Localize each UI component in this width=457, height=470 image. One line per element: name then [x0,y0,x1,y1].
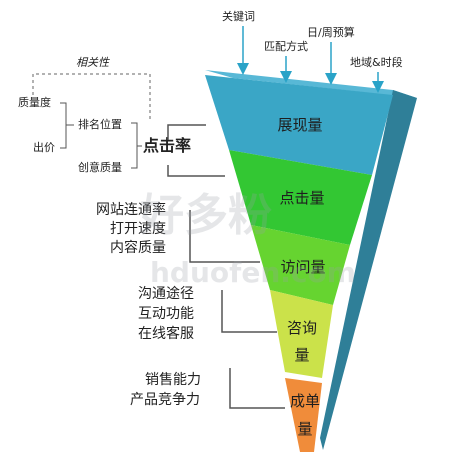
funnel-label-5a: 成单 [290,392,320,410]
label-budget: 日/周预算 [307,25,355,39]
watermark-cn: 好多粉 [139,190,272,241]
funnel-label-2: 点击量 [279,189,324,207]
order-factor-1: 销售能力 [145,372,201,388]
funnel-layer-5 [285,378,322,452]
order-factor-2: 产品竞争力 [130,391,200,408]
funnel-side-face [320,90,417,450]
ctr-bracket [131,122,142,169]
funnel-label-4a: 咨询 [287,319,317,337]
consult-factor-1: 沟通途径 [138,285,194,302]
consult-factor-3: 在线客服 [138,325,194,342]
funnel-label-5b: 量 [297,420,312,438]
label-bid: 出价 [33,140,55,154]
funnel-label-1: 展现量 [277,116,322,134]
funnel-layer-1 [205,75,393,175]
visit-factor-1: 网站连通率 [96,201,166,218]
funnel-label-3: 访问量 [280,258,325,276]
label-region-time: 地域&时段 [350,55,403,69]
label-creative-quality: 创意质量 [78,160,122,174]
label-relevance: 相关性 [76,56,110,69]
visit-bracket [189,210,260,263]
label-rank-position: 排名位置 [78,117,122,131]
relevance-dashed-bracket [32,73,151,120]
consult-bracket [221,290,277,333]
visit-factor-3: 内容质量 [110,239,166,256]
visit-factor-2: 打开速度 [110,220,166,237]
label-keyword: 关键词 [222,9,255,23]
funnel-layer-4 [270,290,333,378]
consult-factor-2: 互动功能 [138,306,194,322]
rank-bracket [60,102,74,149]
funnel-top-face [205,70,417,98]
order-bracket [229,368,285,409]
watermark-en: hduofen.com [150,256,356,289]
funnel-layer-3 [251,225,350,305]
ctr-connector [167,124,225,177]
label-match-type: 匹配方式 [264,39,308,53]
label-quality-score: 质量度 [18,95,51,109]
funnel-layer-2 [229,150,372,245]
label-ctr: 点击率 [143,136,191,155]
funnel-label-4b: 量 [294,346,309,364]
